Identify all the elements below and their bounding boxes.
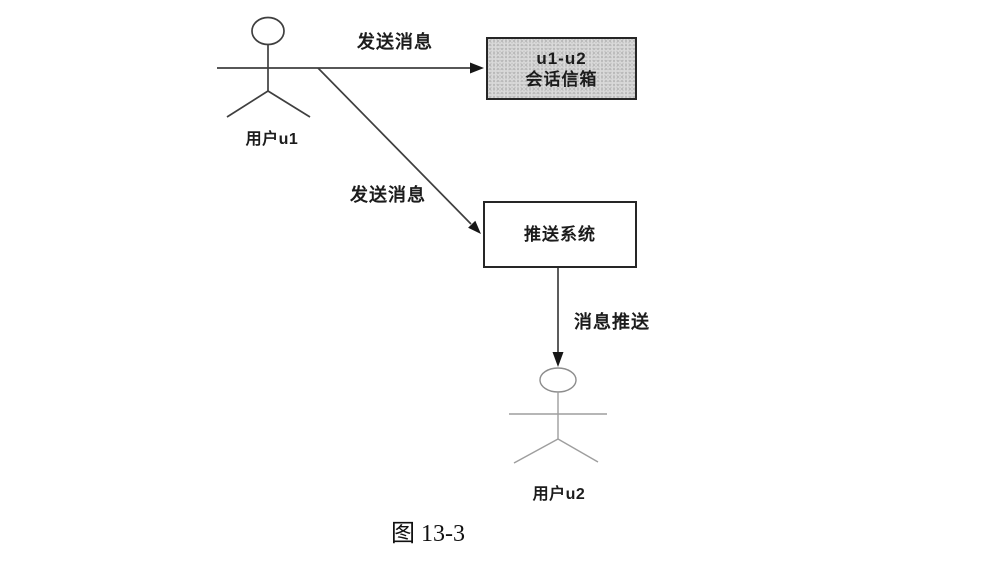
figure-caption: 图 13-3 xyxy=(391,521,465,547)
edge-label-send-message-2: 发送消息 xyxy=(350,185,426,205)
actor-u1-label: 用户u1 xyxy=(245,131,299,148)
push-system-box: 推送系统 xyxy=(483,201,637,268)
actor-u2-leg-left xyxy=(513,438,559,464)
arrowhead-u1-to-push-icon xyxy=(468,220,481,234)
edge-label-message-push: 消息推送 xyxy=(574,312,650,332)
actor-u1-head-icon xyxy=(251,16,285,46)
actor-u1-leg-left xyxy=(226,90,269,118)
actor-u2-figure xyxy=(509,367,607,464)
actor-u1-leg-right xyxy=(267,90,311,118)
edge-label-send-message-1: 发送消息 xyxy=(357,32,433,52)
actor-u2-label: 用户u2 xyxy=(532,486,586,503)
session-mailbox-label-line2: 会话信箱 xyxy=(525,69,598,89)
session-mailbox-label-line1: u1-u2 xyxy=(536,48,587,68)
push-system-label: 推送系统 xyxy=(524,225,596,244)
edge-u1-to-push-line xyxy=(317,67,472,225)
actor-u1-figure xyxy=(217,16,471,118)
actor-u2-head-icon xyxy=(539,367,577,393)
arrowhead-u1-to-mailbox-icon xyxy=(470,62,484,74)
arrowhead-push-to-u2-icon xyxy=(552,352,564,367)
actor-u2-leg-right xyxy=(557,438,599,463)
session-mailbox-box: u1-u2 会话信箱 xyxy=(486,37,637,100)
